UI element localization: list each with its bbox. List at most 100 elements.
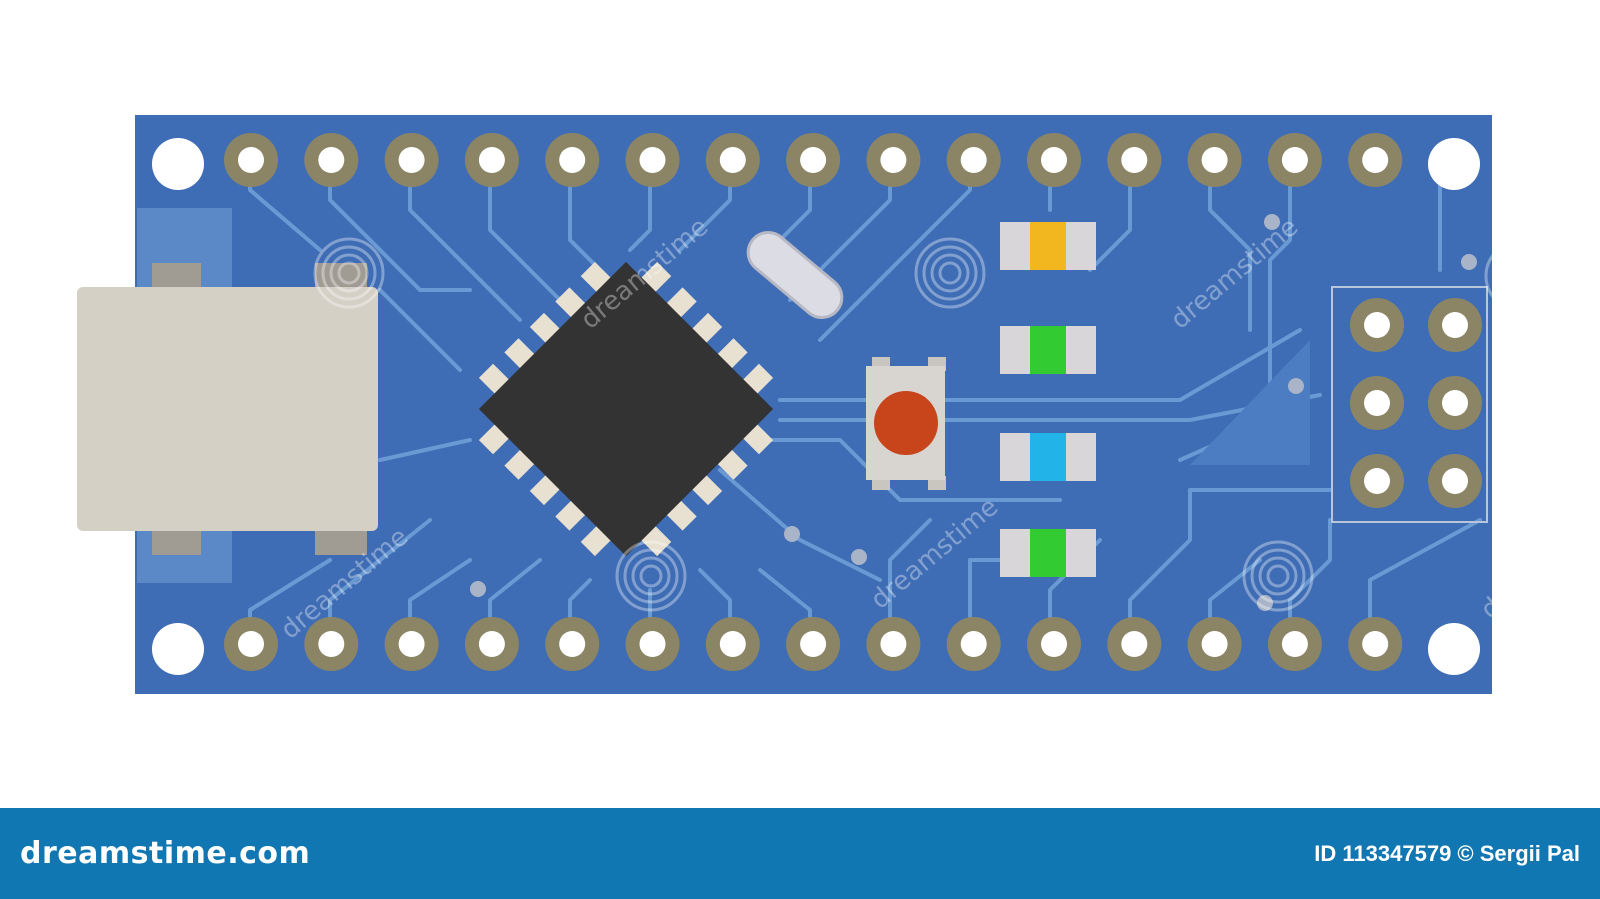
pin-hole	[1041, 147, 1067, 173]
pin-hole	[1364, 468, 1390, 494]
led-lens	[1030, 326, 1066, 374]
pin-hole	[719, 631, 746, 657]
pin-hole	[1121, 147, 1148, 173]
via	[1288, 378, 1304, 394]
watermark-swirl	[623, 548, 679, 604]
watermark-swirl	[1484, 240, 1556, 312]
ground-plane	[1190, 340, 1310, 465]
icsp-outline	[1331, 286, 1488, 523]
watermark-swirl	[1508, 264, 1532, 288]
watermark-swirl	[930, 253, 970, 293]
led-lens	[1030, 222, 1066, 270]
pin-hole	[398, 631, 425, 657]
chip-rotated	[478, 261, 774, 557]
watermark-swirl	[28, 556, 68, 596]
via	[784, 526, 800, 542]
pin-hole	[559, 631, 586, 657]
via	[1264, 214, 1280, 230]
pin-hole	[960, 631, 987, 657]
footer-credit: ID 113347579 © Sergii Pal	[1314, 840, 1580, 866]
watermark-swirl	[313, 237, 385, 309]
mount-hole	[1428, 623, 1480, 675]
top-pin-header	[224, 133, 1403, 187]
watermark-swirl	[1242, 540, 1314, 612]
pin-hole	[559, 147, 586, 173]
usb-shell	[77, 287, 378, 531]
pin-hole	[1281, 147, 1308, 173]
watermark-swirl	[1492, 248, 1548, 304]
watermark-swirl	[631, 556, 671, 596]
pin-hole	[1364, 312, 1390, 338]
footer-logo: dreamstime.com	[20, 836, 311, 871]
pin-hole	[1364, 390, 1390, 416]
pin-hole	[318, 631, 345, 657]
mount-holes	[152, 138, 1480, 675]
pin-hole	[478, 631, 505, 657]
watermark-swirl	[337, 261, 361, 285]
pin-hole	[478, 147, 505, 173]
trace	[718, 468, 882, 582]
watermark-swirl	[938, 261, 962, 285]
pin-hole	[1442, 390, 1468, 416]
pin-hole	[1442, 312, 1468, 338]
button-cap	[874, 391, 938, 455]
pin-hole	[238, 147, 264, 173]
pin-hole	[1362, 631, 1389, 657]
crystal-body	[746, 231, 844, 319]
pin-hole	[238, 631, 264, 657]
pin-hole	[639, 631, 666, 657]
pin-hole	[719, 147, 746, 173]
via	[851, 549, 867, 565]
pin-hole	[1201, 631, 1228, 657]
pin-hole	[398, 147, 425, 173]
pin-hole	[1201, 147, 1228, 173]
led-lens	[1030, 433, 1066, 481]
pin-hole	[1041, 631, 1067, 657]
usb-connector	[77, 208, 378, 583]
chip-body	[478, 261, 774, 557]
trace	[378, 288, 462, 372]
trace	[1128, 488, 1332, 642]
via	[1257, 595, 1273, 611]
watermark-swirl	[1250, 548, 1306, 604]
icsp-header	[1331, 286, 1488, 523]
watermark-swirl	[639, 564, 663, 588]
pin-hole	[1121, 631, 1148, 657]
via	[470, 581, 486, 597]
watermark-swirl	[329, 253, 369, 293]
watermark-swirl	[1500, 256, 1540, 296]
watermark-swirl	[1258, 556, 1298, 596]
pin-hole	[1281, 631, 1308, 657]
watermark-swirl	[36, 564, 60, 588]
led-lens	[1030, 529, 1066, 577]
bottom-pin-header	[224, 617, 1403, 671]
mount-hole	[152, 138, 204, 190]
watermark-swirl	[922, 245, 978, 301]
pin-hole	[960, 147, 987, 173]
pin-hole	[318, 147, 345, 173]
mount-hole	[1428, 138, 1480, 190]
pin-hole	[639, 147, 666, 173]
watermark-swirl	[1266, 564, 1290, 588]
pin-hole	[880, 147, 907, 173]
crystal-oscillator	[746, 231, 844, 319]
via	[1461, 254, 1477, 270]
usb-tab	[315, 530, 367, 555]
pin-hole	[1442, 468, 1468, 494]
trace	[378, 438, 472, 462]
pin-hole	[1362, 147, 1389, 173]
pin-hole	[800, 147, 827, 173]
led-group	[1000, 222, 1096, 577]
pin-hole	[880, 631, 907, 657]
pin-hole	[800, 631, 827, 657]
footer-bar: dreamstime.com ID 113347579 © Sergii Pal	[0, 808, 1600, 899]
watermark-swirl	[615, 540, 687, 612]
watermark-swirl	[321, 245, 377, 301]
microcontroller-chip	[478, 261, 774, 557]
usb-tab	[152, 530, 201, 555]
watermark-swirl	[12, 540, 84, 612]
watermark-swirl	[914, 237, 986, 309]
reset-button	[866, 357, 946, 490]
mount-hole	[152, 623, 204, 675]
